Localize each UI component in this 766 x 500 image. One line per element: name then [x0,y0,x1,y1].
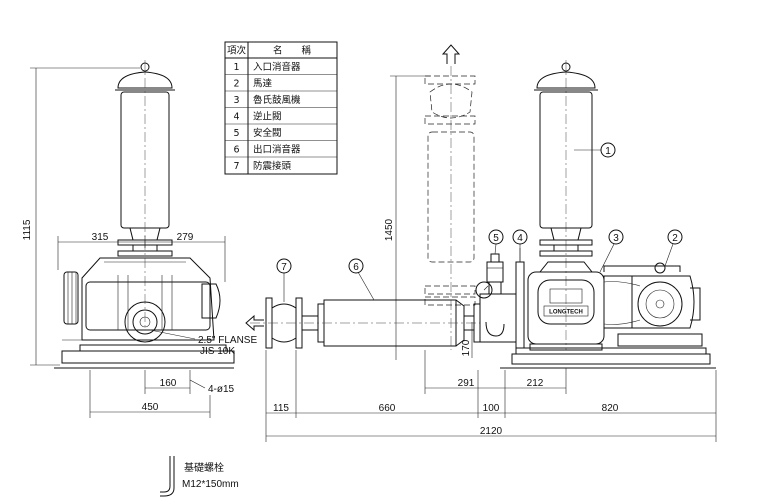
table-row-name: 防震接頭 [253,160,292,172]
front-vertical-dims: 1450 170 [384,75,473,360]
dim-115: 115 [273,403,289,414]
callout-7 [276,258,292,274]
table-row-no: 7 [233,161,239,172]
table-row-name: 魯氏鼓風機 [253,94,301,106]
callout-1-label: 1 [605,146,611,157]
flange-note-2: JIS 10K [200,346,235,357]
dim-315: 315 [92,232,109,243]
dim-1115: 1115 [22,219,33,240]
dim-450: 450 [142,402,159,413]
table-row-name: 入口消音器 [253,61,301,73]
callout-4-label: 4 [517,233,523,244]
bolt-spec: M12*150mm [182,479,239,490]
table-row-name: 逆止閥 [253,111,282,123]
table-row-no: 4 [233,112,239,123]
dim-2120: 2120 [480,426,503,437]
left-arrow-icon [245,314,264,332]
callout-2 [667,229,683,245]
table-row-name: 安全閥 [253,127,282,139]
dim-820: 820 [602,403,619,414]
callout-6 [348,258,364,274]
callout-5 [488,229,504,245]
bolt-icon [160,456,171,493]
bolt-title: 基礎螺栓 [184,461,224,474]
callout-2-label: 2 [672,233,678,244]
check-valve [515,261,525,349]
brand-plate: LONGTECH [549,310,583,316]
dim-291: 291 [458,378,475,389]
table-row-no: 5 [233,128,239,139]
callout-4 [512,229,528,245]
callout-3 [608,229,624,245]
inlet-silencer-front [539,91,593,229]
table-header-no: 項次 [227,45,247,57]
callouts: 1 2 3 4 5 6 7 [276,142,683,302]
blower-casing-side [81,257,215,341]
pressure-gauge [475,281,493,299]
flange-note-1: 2.5" FLANSE [198,335,257,346]
dim-160: 160 [160,378,177,389]
dim-212: 212 [527,378,544,389]
table-row-name: 馬達 [253,78,273,90]
front-horizontal-dims: 291 212 115 660 100 820 2120 [265,350,717,442]
roots-blower-front: LONGTECH [527,60,605,351]
callout-5-label: 5 [493,233,499,244]
table-row-no: 3 [233,95,239,106]
bolt-holes-note: 4-ø15 [208,384,235,395]
dim-100: 100 [483,403,500,414]
dim-660: 660 [379,403,396,414]
dim-279: 279 [177,232,194,243]
silencer-cap [117,71,173,89]
up-arrow-icon [441,44,461,64]
outlet-flange-circle [124,301,166,343]
table-row-no: 2 [233,79,239,90]
foundation-bolt-legend: 基礎螺栓 M12*150mm [160,456,239,497]
side-view [54,60,235,369]
outlet-piping [245,297,481,349]
silencer-cap-front [536,71,596,89]
table-row-no: 1 [233,62,239,73]
side-view-dimensions: 1115 315 279 2.5" FLANSE JIS 10K 160 4-ø… [22,67,257,418]
dim-170: 170 [461,339,472,356]
motor-body [631,275,695,329]
callout-1 [600,142,616,158]
front-base-frame [500,347,716,369]
table-row-name: 出口消音器 [253,144,301,156]
table-header-name: 名 稱 [273,45,312,57]
callout-6-label: 6 [353,262,359,273]
dim-1450: 1450 [384,218,395,241]
table-row-no: 6 [233,145,239,156]
callout-3-label: 3 [613,233,619,244]
drive-pulley [63,271,79,325]
motor [603,262,703,347]
parts-table: 項次 名 稱 1 入口消音器 2 馬達 3 魯氏鼓風機 4 逆止閥 5 安全閥 … [224,41,338,175]
valves [475,248,525,349]
callout-7-label: 7 [281,262,287,273]
safety-valve [486,261,504,283]
optional-vertical-silencer [424,44,476,350]
